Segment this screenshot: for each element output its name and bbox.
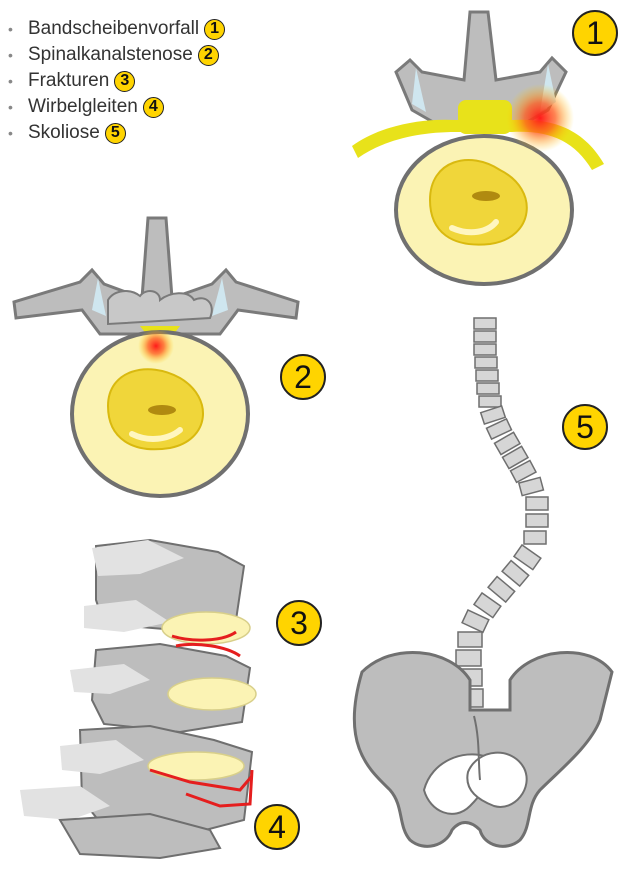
scoliosis-spine: [456, 318, 548, 707]
vertebra-herniated-disc: [352, 12, 604, 284]
pelvis: [354, 652, 612, 846]
badge-four: 4: [254, 804, 300, 850]
badge-three: 3: [276, 600, 322, 646]
vertebra-spinal-stenosis: [14, 218, 298, 496]
badge-five: 5: [562, 404, 608, 450]
badge-one: 1: [572, 10, 618, 56]
badge-two: 2: [280, 354, 326, 400]
lumbar-spine-side-view: [20, 540, 256, 858]
